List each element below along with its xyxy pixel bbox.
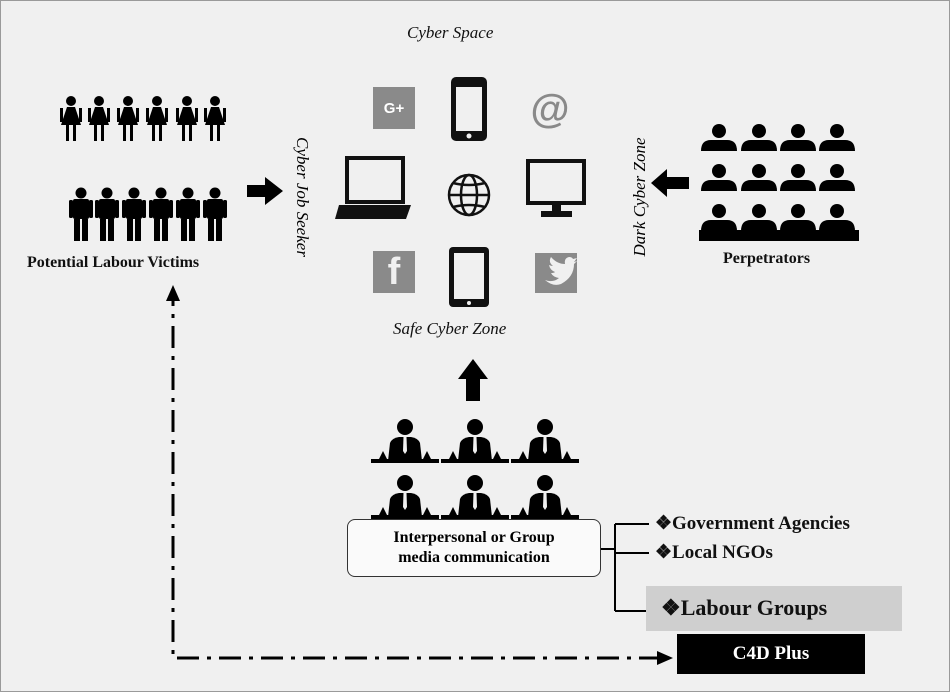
laptop-icon xyxy=(335,156,411,219)
victims-men-row xyxy=(69,187,227,241)
c4d-plus-box: C4D Plus xyxy=(677,634,865,674)
potential-victims-label: Potential Labour Victims xyxy=(27,254,200,271)
communication-line-1: Interpersonal or Group xyxy=(393,529,555,546)
arrow-from-perpetrators xyxy=(651,169,689,197)
smartphone-icon xyxy=(451,77,487,141)
safe-cyber-zone-label: Safe Cyber Zone xyxy=(393,319,507,338)
perpetrators-label: Perpetrators xyxy=(723,250,811,267)
cyber-space-label: Cyber Space xyxy=(407,23,494,42)
google-plus-glyph: G+ xyxy=(383,99,405,117)
at-glyph: @ xyxy=(530,86,570,131)
monitor-icon xyxy=(526,159,586,217)
stakeholder-government-agencies: ❖Government Agencies xyxy=(655,513,850,534)
arrow-to-safe-zone xyxy=(458,359,488,401)
feedback-arrow-up xyxy=(166,285,180,301)
twitter-icon xyxy=(535,253,577,293)
dark-cyber-zone-label: Dark Cyber Zone xyxy=(630,137,649,257)
facebook-glyph: f xyxy=(387,251,401,293)
stakeholder-labour-groups: ❖Labour Groups xyxy=(661,595,828,620)
arrow-to-cyber-space xyxy=(247,177,283,205)
feedback-loop xyxy=(171,299,661,660)
victims-women-row xyxy=(60,96,226,141)
globe-icon xyxy=(447,173,491,217)
google-plus-icon xyxy=(373,87,415,129)
cyber-job-seeker-label: Cyber Job Seeker xyxy=(293,137,312,257)
labour-groups-box xyxy=(646,586,902,631)
facebook-icon xyxy=(373,251,415,293)
perpetrators-group xyxy=(699,124,859,241)
communication-line-2: media communication xyxy=(398,549,550,566)
stakeholder-local-ngos: ❖Local NGOs xyxy=(655,542,773,563)
communication-box: Interpersonal or Group media communicati… xyxy=(347,519,601,577)
feedback-arrow-right xyxy=(657,651,673,665)
stakeholder-bracket xyxy=(599,523,649,612)
c4d-plus-label: C4D Plus xyxy=(732,643,810,664)
tablet-icon xyxy=(449,247,489,307)
communicators-group xyxy=(371,419,579,519)
